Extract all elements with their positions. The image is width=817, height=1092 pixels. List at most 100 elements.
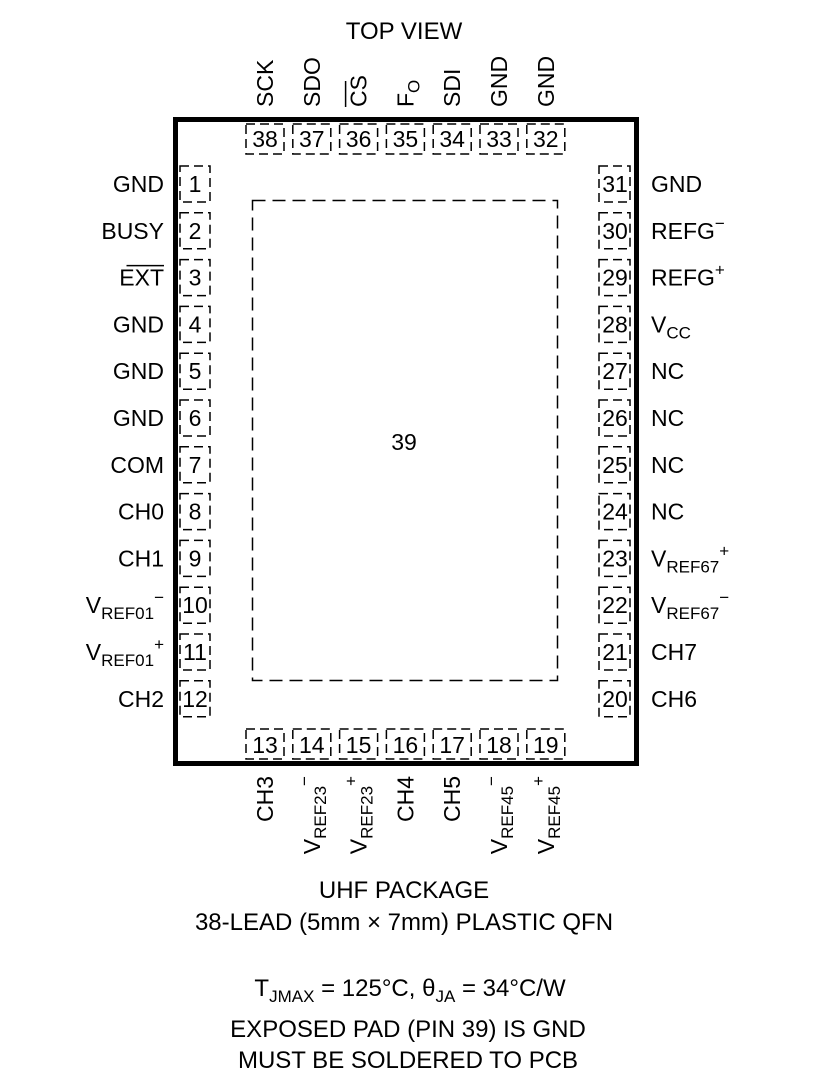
pin-pad-34 (432, 123, 472, 155)
pin-pad-19 (526, 728, 566, 760)
pin-pad-15 (338, 728, 379, 760)
pin-label-15: VREF23+ (342, 776, 377, 854)
pin-number-20: 20 (602, 686, 628, 712)
pin-label-12: CH2 (118, 686, 164, 712)
pins-layer: 1GND2BUSY3EXT4GND5GND6GND7COM8CH09CH110V… (86, 56, 729, 854)
pin-number-12: 12 (182, 686, 208, 712)
pin-pad-5 (179, 352, 211, 390)
pin-label-3: EXT (119, 265, 164, 291)
pin-number-15: 15 (346, 732, 372, 758)
pin-label-29: REFG+ (651, 261, 725, 291)
pin-number-23: 23 (602, 545, 628, 571)
pin-label-9: CH1 (118, 545, 164, 571)
pin-pad-4 (179, 305, 211, 344)
pin-label-5: GND (113, 358, 164, 384)
pin-pad-3 (179, 258, 211, 297)
pin-number-5: 5 (189, 358, 202, 384)
pin-pad-10 (179, 586, 211, 624)
pin-pad-35 (385, 123, 426, 155)
pin-number-8: 8 (189, 499, 202, 525)
pin-pad-31 (598, 165, 631, 203)
pin-number-14: 14 (299, 732, 325, 758)
package-outline (173, 117, 639, 766)
pin-pad-21 (598, 633, 631, 671)
pin-label-17: CH5 (439, 776, 465, 822)
pin-pad-32 (526, 123, 566, 155)
pin-number-27: 27 (602, 358, 628, 384)
pin-pad-9 (179, 539, 211, 578)
pin-label-30: REFG− (651, 214, 725, 244)
pin-label-19: VREF45+ (529, 776, 564, 854)
pin-pad-20 (598, 680, 631, 718)
pin-pad-11 (179, 633, 211, 671)
pin-pad-37 (292, 123, 332, 155)
pin-label-8: CH0 (118, 499, 164, 525)
pin-number-25: 25 (602, 452, 628, 478)
pin-number-32: 32 (533, 126, 559, 152)
pin-pad-33 (479, 123, 519, 155)
pin-label-38: SCK (252, 59, 278, 107)
pin-pad-23 (598, 539, 631, 578)
pin-number-29: 29 (602, 265, 628, 291)
pin-number-4: 4 (189, 311, 202, 337)
pin-number-21: 21 (602, 639, 628, 665)
pin-pad-30 (598, 212, 631, 250)
pin-label-6: GND (113, 405, 164, 431)
package-name: UHF PACKAGE (319, 877, 489, 904)
pin-pad-17 (432, 728, 472, 760)
pin-pad-18 (479, 728, 519, 760)
pin-number-1: 1 (189, 171, 202, 197)
pin-label-13: CH3 (252, 776, 278, 822)
pin-pad-12 (179, 680, 211, 718)
pin-number-26: 26 (602, 405, 628, 431)
pin-number-18: 18 (486, 732, 512, 758)
pin-pad-8 (179, 492, 211, 531)
pin-pad-28 (598, 305, 631, 344)
pin-label-11: VREF01+ (86, 635, 164, 670)
pin-label-31: GND (651, 171, 702, 197)
pin-number-10: 10 (182, 592, 208, 618)
pin-pad-7 (179, 446, 211, 484)
pin-pad-26 (598, 399, 631, 437)
pin-number-13: 13 (252, 732, 278, 758)
pin-number-35: 35 (393, 126, 419, 152)
exposed-pad (251, 199, 559, 682)
pin-number-17: 17 (439, 732, 465, 758)
pin-label-26: NC (651, 405, 684, 431)
pin-label-36: CS (346, 75, 372, 107)
pin-label-4: GND (113, 311, 164, 337)
pin-label-28: VCC (651, 311, 691, 342)
pin-pad-25 (598, 446, 631, 484)
pin-number-34: 34 (439, 126, 465, 152)
pin-label-7: COM (110, 452, 164, 478)
pin-label-37: SDO (299, 57, 325, 107)
pin-number-22: 22 (602, 592, 628, 618)
pin-pad-36 (338, 123, 379, 155)
pin-pad-14 (292, 728, 332, 760)
pin-pad-16 (385, 728, 426, 760)
thermal-spec: TJMAX = 125°C, θJA = 34°C/W (254, 975, 566, 1006)
pin-label-25: NC (651, 452, 684, 478)
pin-label-27: NC (651, 358, 684, 384)
pin-number-2: 2 (189, 218, 202, 244)
pin-label-2: BUSY (101, 218, 164, 244)
pin-label-20: CH6 (651, 686, 697, 712)
pin-number-19: 19 (533, 732, 559, 758)
pin-number-37: 37 (299, 126, 325, 152)
pin-pad-27 (598, 352, 631, 390)
pin-pad-29 (598, 258, 631, 297)
package-description: 38-LEAD (5mm × 7mm) PLASTIC QFN (195, 909, 613, 936)
pin-number-9: 9 (189, 545, 202, 571)
pin-number-33: 33 (486, 126, 512, 152)
pin-pad-2 (179, 212, 211, 250)
pin-label-34: SDI (439, 69, 465, 107)
pin-label-23: VREF67+ (651, 541, 729, 576)
pin-pad-6 (179, 399, 211, 437)
pin-number-7: 7 (189, 452, 202, 478)
exposed-pad-number: 39 (391, 429, 417, 455)
pin-pad-13 (245, 728, 285, 760)
pin-label-33: GND (486, 56, 512, 107)
pin-label-1: GND (113, 171, 164, 197)
pin-number-24: 24 (602, 499, 628, 525)
